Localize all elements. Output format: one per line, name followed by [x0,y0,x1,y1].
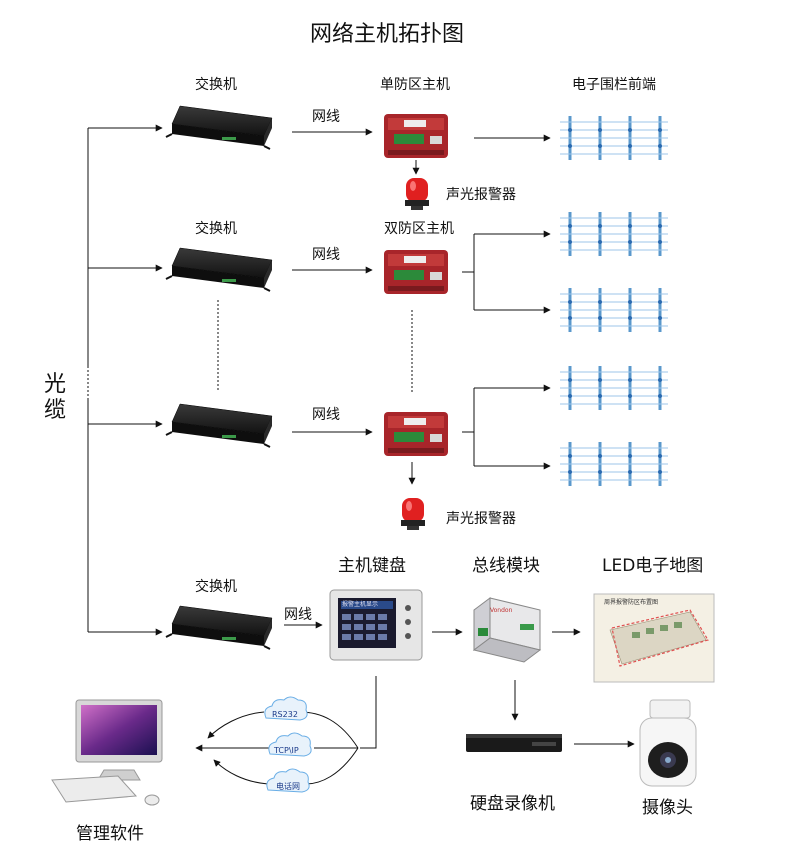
fence-1 [558,114,670,162]
cloud-label-rs232: RS232 [272,710,298,719]
cable-label-1: 网线 [312,109,340,125]
camera [639,699,697,787]
keyboard-screen-text: 报警主机显示 [342,601,379,608]
host-keyboard [329,589,423,661]
fence-4 [558,364,670,412]
cloud-phone: 电话网 [266,768,310,793]
branch-host3 [462,388,475,466]
cable-label-4: 网线 [284,607,312,623]
switch-1 [165,105,273,150]
header-single-host: 单防区主机 [380,77,450,93]
arc-rs232-to-pc [207,711,265,739]
cloud-label-phone: 电话网 [276,781,300,791]
link-keyboard-down [360,676,377,749]
dvr [466,734,562,752]
bus-module [472,597,542,663]
switch-3 [165,403,273,448]
switch-4 [165,605,273,650]
management-computer [51,699,163,806]
led-map-label: LED电子地图 [602,556,704,576]
fence-3 [558,286,670,334]
alarm-2 [401,498,425,530]
cloud-tcpip: TCP\IP [268,732,312,757]
fence-2 [558,210,670,258]
cable-label-3: 网线 [312,407,340,423]
alarm-label-1: 声光报警器 [446,187,516,203]
camera-label: 摄像头 [642,798,693,818]
page-title: 网络主机拓扑图 [310,22,465,47]
dual-zone-host [384,250,448,294]
led-map [593,593,715,683]
branch-host2 [462,234,475,310]
header-fence: 电子围栏前端 [572,77,656,93]
zone-host-3 [384,412,448,456]
arc-phone [305,747,359,785]
bus-brand-text: Vondon [490,607,513,614]
header-switch: 交换机 [195,77,237,93]
keyboard-label: 主机键盘 [338,556,406,576]
cloud-label-tcpip: TCP\IP [273,746,299,755]
switch-2 [165,247,273,292]
fiber-label: 光缆 [43,372,66,423]
switch-label-2: 交换机 [195,221,237,237]
software-label: 管理软件 [76,824,144,844]
dvr-label: 硬盘录像机 [470,794,555,814]
switch-label-4: 交换机 [195,579,237,595]
single-zone-host [384,114,448,158]
arc-phone-to-pc [213,759,269,785]
bus-module-label: 总线模块 [472,556,540,576]
map-title-text: 周界报警防区布置图 [604,599,659,606]
cloud-rs232: RS232 [264,696,308,721]
cable-label-2: 网线 [312,247,340,263]
dual-host-label: 双防区主机 [384,221,454,237]
alarm-1 [405,178,429,210]
alarm-label-2: 声光报警器 [446,511,516,527]
fence-5 [558,440,670,488]
